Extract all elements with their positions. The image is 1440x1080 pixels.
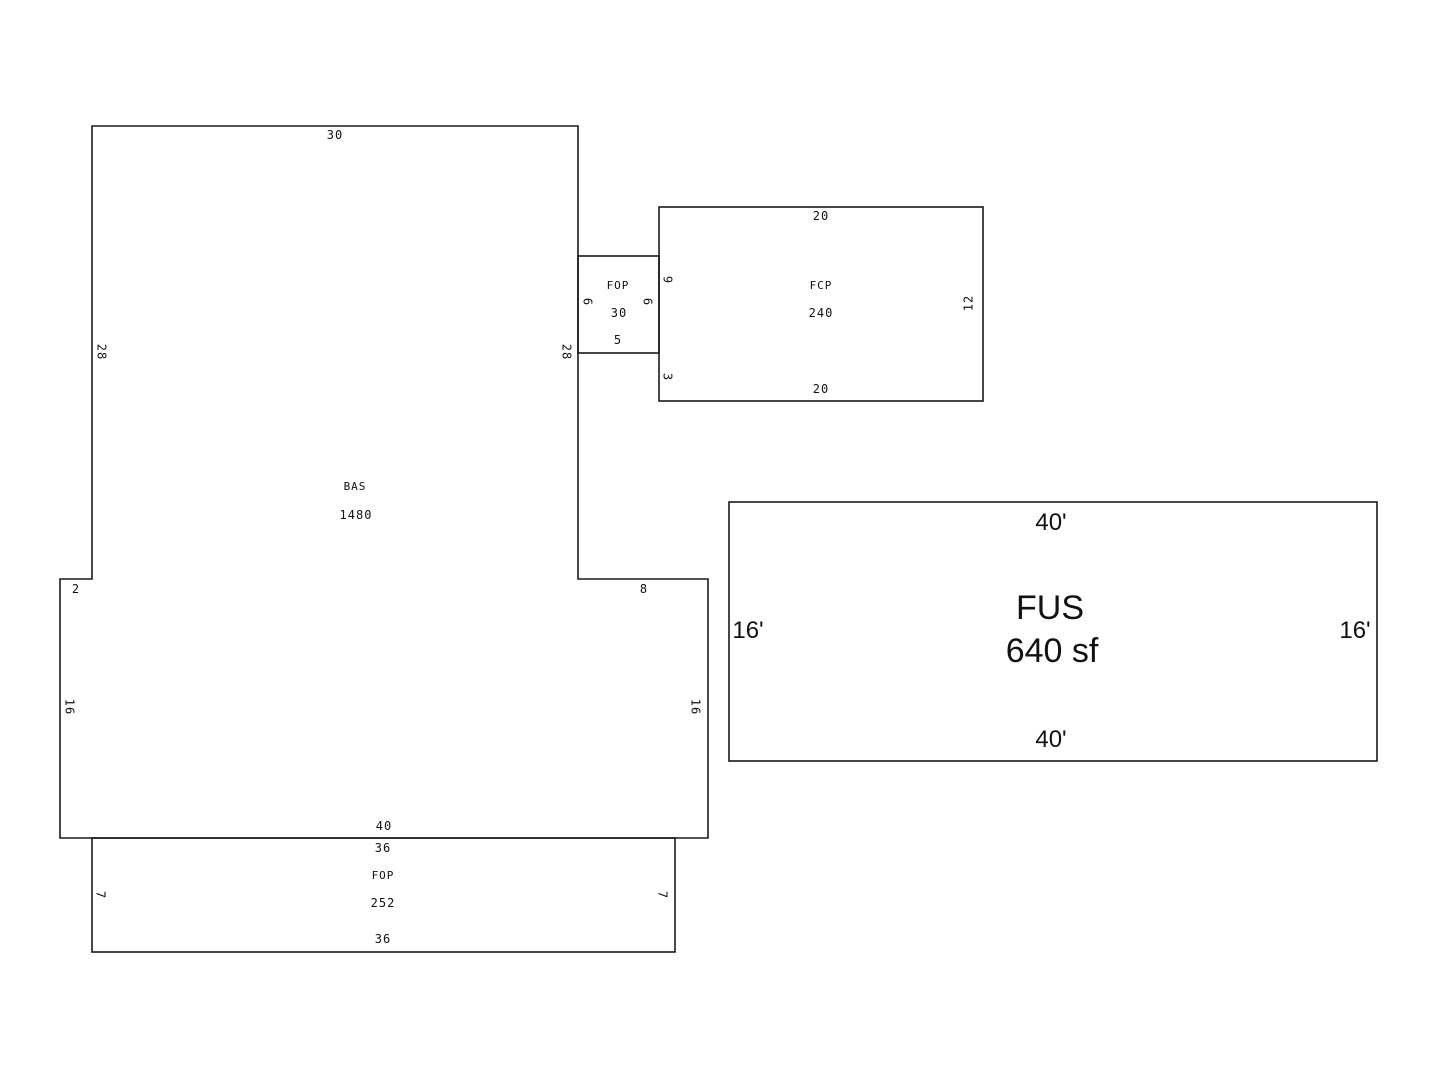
bas-left-lower-dimension: 16	[63, 699, 77, 715]
fus-area-label: 640 sf	[1006, 632, 1099, 670]
bas-left-step-dimension: 2	[72, 582, 80, 596]
bas-bottom-dimension: 40	[376, 819, 392, 833]
fop-bottom-code-label: FOP	[372, 869, 395, 882]
fcp-left-bottom-dimension: 3	[661, 373, 675, 381]
bas-outline	[59, 125, 709, 839]
fop-small-right-dimension: 6	[641, 298, 655, 306]
fop-small-code-label: FOP	[607, 279, 630, 292]
fop-small-bottom-dimension: 5	[614, 333, 622, 347]
bas-right-upper-dimension: 28	[560, 344, 574, 360]
bas-area-label: 1480	[340, 508, 373, 522]
fop-bottom-left-dimension: 7	[94, 891, 108, 899]
fcp-code-label: FCP	[810, 279, 833, 292]
fop-bottom-top-dimension: 36	[375, 841, 391, 855]
fop-small-left-dimension: 6	[581, 298, 595, 306]
bas-code-label: BAS	[344, 480, 367, 493]
fcp-top-dimension: 20	[813, 209, 829, 223]
fop-small-area-label: 30	[611, 306, 627, 320]
fus-bottom-dimension: 40'	[1035, 726, 1066, 753]
fcp-area-label: 240	[809, 306, 834, 320]
fcp-left-top-dimension: 9	[661, 276, 675, 284]
fop-bottom-outline	[91, 837, 676, 953]
fcp-bottom-dimension: 20	[813, 382, 829, 396]
fus-code-label: FUS	[1016, 589, 1084, 627]
fcp-right-dimension: 12	[962, 295, 976, 311]
fus-top-dimension: 40'	[1035, 509, 1066, 536]
fcp-outline	[658, 206, 984, 402]
fop-bottom-right-dimension: 7	[656, 891, 670, 899]
bas-left-upper-dimension: 28	[95, 344, 109, 360]
fus-right-dimension: 16'	[1339, 617, 1370, 644]
fus-left-dimension: 16'	[732, 617, 763, 644]
bas-right-lower-dimension: 16	[689, 699, 703, 715]
bas-right-step-dimension: 8	[640, 582, 648, 596]
fop-bottom-bottom-dimension: 36	[375, 932, 391, 946]
fop-bottom-area-label: 252	[371, 896, 396, 910]
fus-outline	[728, 501, 1378, 762]
bas-top-dimension: 30	[327, 128, 343, 142]
